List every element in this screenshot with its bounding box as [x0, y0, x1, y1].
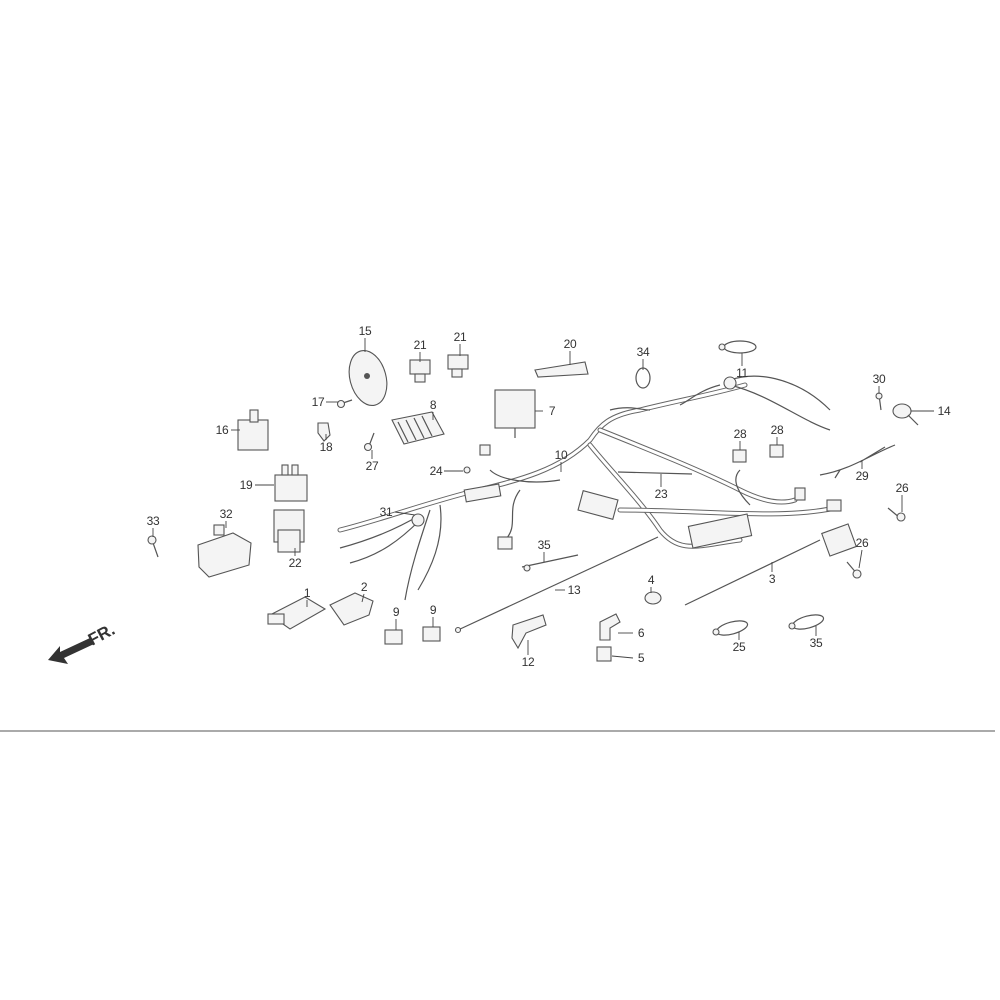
cdi-unit: [494, 389, 536, 438]
main-wire-harness: [337, 375, 842, 601]
relay-19: [274, 464, 308, 502]
cable-tie-35a: [521, 554, 579, 572]
spark-plug-cable: [684, 539, 821, 606]
callout-label: 31: [379, 505, 393, 519]
leader-line: [394, 511, 416, 516]
callout-label: 20: [563, 337, 577, 351]
callout-label: 5: [637, 651, 645, 665]
callout-label: 6: [637, 626, 645, 640]
cable-tie-23: [617, 471, 693, 475]
callout-label: 4: [647, 573, 655, 587]
plug-cap-6: [599, 613, 621, 641]
fuse-9b: [422, 626, 441, 642]
cap-5: [596, 646, 612, 662]
callout-label: 3: [768, 572, 776, 586]
callout-label: 29: [855, 469, 869, 483]
callout-label: 26: [895, 481, 909, 495]
callout-label: 2: [360, 580, 368, 594]
callout-label: 10: [554, 448, 568, 462]
callout-label: 28: [733, 427, 747, 441]
leader-line: [611, 655, 634, 659]
callout-label: 18: [319, 440, 333, 454]
bolt-30: [875, 392, 883, 411]
callout-label: 26: [855, 536, 869, 550]
callout-label: 24: [429, 464, 443, 478]
bolt-26b: [846, 561, 862, 579]
fuse-28a: [732, 449, 747, 463]
callout-label: 7: [548, 404, 556, 418]
callout-label: 15: [358, 324, 372, 338]
callout-label: 9: [392, 605, 400, 619]
front-arrow-icon: [48, 638, 94, 664]
callout-label: 17: [311, 395, 325, 409]
sub-harness-29: [819, 444, 896, 479]
reflector-plate: [534, 361, 589, 378]
bolt-27: [363, 432, 375, 452]
ground-cable-13: [454, 536, 659, 634]
bolt-33: [147, 535, 159, 558]
fuse-28b: [769, 444, 784, 458]
regulator-rectifier: [391, 411, 445, 445]
leader-line: [361, 593, 365, 603]
callout-label: 12: [521, 655, 535, 669]
rubber-cover-2: [329, 592, 374, 626]
callout-label: 32: [219, 507, 233, 521]
callout-label: 13: [567, 583, 581, 597]
relay-16: [237, 409, 269, 451]
callout-label: 22: [288, 556, 302, 570]
leader-line: [858, 549, 863, 569]
fuse-9a: [384, 629, 403, 645]
callout-label: 19: [239, 478, 253, 492]
wire-band-11: [718, 340, 757, 354]
clip-18: [317, 422, 331, 442]
callout-label: 35: [809, 636, 823, 650]
callout-label: 9: [429, 603, 437, 617]
leader-lines: [152, 338, 934, 659]
wire-band-35b: [788, 614, 825, 630]
spark-plug-cap-4: [644, 591, 662, 605]
wire-band-25: [712, 620, 749, 636]
callout-label: 21: [453, 330, 467, 344]
callout-label: 1: [303, 586, 311, 600]
callout-label: 14: [937, 404, 951, 418]
nut-24: [463, 466, 471, 474]
callout-label: 16: [215, 423, 229, 437]
starter-relay: [197, 524, 252, 578]
callout-label: 35: [537, 538, 551, 552]
callout-label: 30: [872, 372, 886, 386]
callout-label: 8: [429, 398, 437, 412]
flasher-unit-1: [267, 596, 327, 630]
callout-label: 28: [770, 423, 784, 437]
fuse-21a: [409, 359, 431, 383]
callout-label: 27: [365, 459, 379, 473]
callout-label: 11: [736, 366, 748, 380]
fuse-21b: [447, 354, 469, 378]
sensor-14: [892, 403, 919, 426]
callout-label: 34: [636, 345, 650, 359]
cover-12: [511, 614, 547, 650]
callout-label: 23: [654, 487, 668, 501]
bolt-17: [336, 399, 353, 409]
callout-label: 21: [413, 338, 427, 352]
bolt-26a: [887, 507, 906, 522]
wire-clamp-34: [635, 367, 651, 389]
callout-label: 33: [146, 514, 160, 528]
callout-label: 25: [732, 640, 746, 654]
ignition-coil: [821, 523, 857, 557]
relay-socket-22: [273, 509, 305, 553]
horn: [348, 350, 388, 406]
